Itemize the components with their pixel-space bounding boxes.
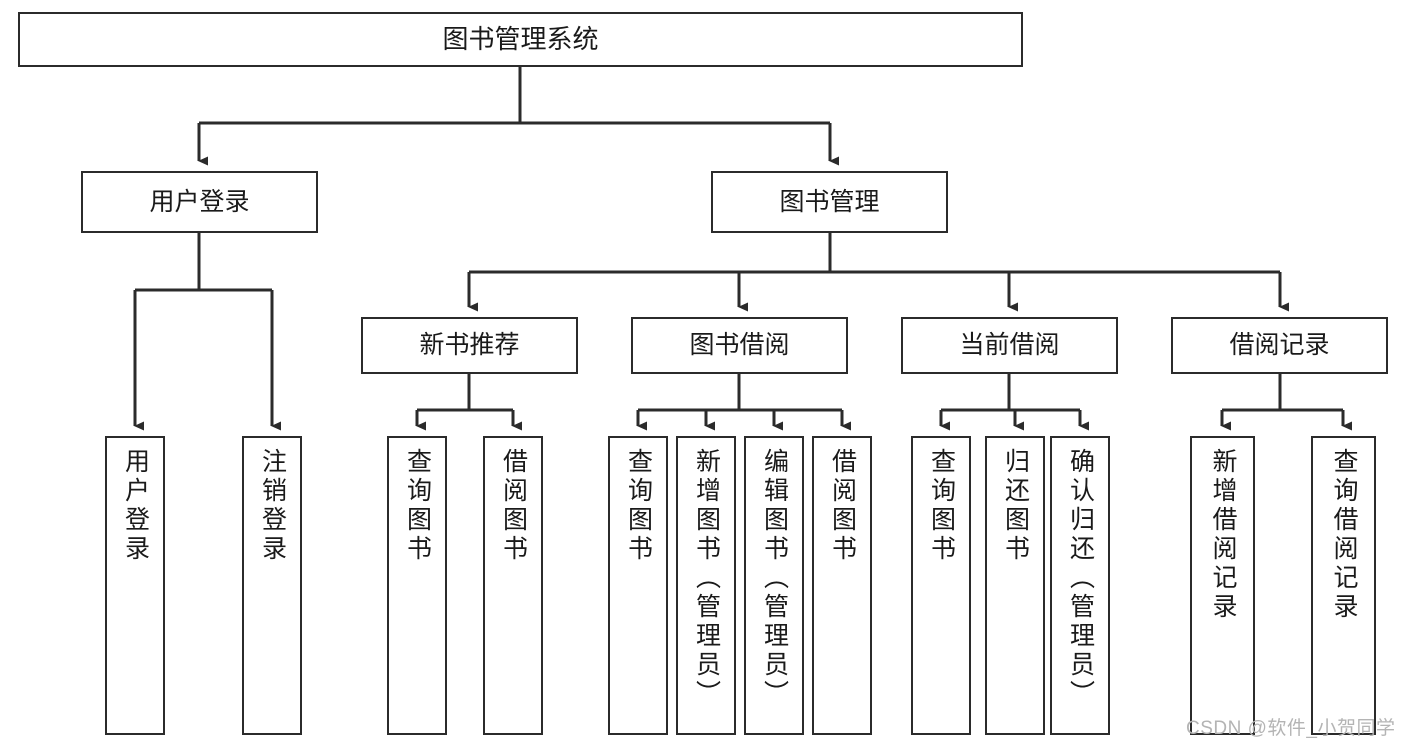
node-book-borrow[interactable]: 图书借阅 xyxy=(631,317,848,374)
node-leaf-user-login[interactable]: 用户登录 xyxy=(105,436,165,735)
node-leaf-borrow-book-1-label: 借阅图书 xyxy=(499,448,528,564)
node-new-book-recommend[interactable]: 新书推荐 xyxy=(361,317,578,374)
node-leaf-add-book-admin-label: 新增图书（管理员） xyxy=(692,448,721,709)
node-leaf-query-book-3-label: 查询图书 xyxy=(927,448,956,564)
node-leaf-confirm-return-admin-label: 确认归还（管理员） xyxy=(1066,448,1095,709)
node-leaf-user-logout-label: 注销登录 xyxy=(258,448,287,564)
node-leaf-add-borrow-record[interactable]: 新增借阅记录 xyxy=(1190,436,1255,735)
node-leaf-user-logout[interactable]: 注销登录 xyxy=(242,436,302,735)
node-book-manage-label: 图书管理 xyxy=(779,187,880,216)
node-book-borrow-label: 图书借阅 xyxy=(689,331,790,359)
node-leaf-edit-book-admin[interactable]: 编辑图书（管理员） xyxy=(744,436,804,735)
csdn-watermark: CSDN @软件_小贺同学 xyxy=(1186,718,1396,739)
node-leaf-return-book-label: 归还图书 xyxy=(1001,448,1030,564)
node-leaf-query-book-3[interactable]: 查询图书 xyxy=(911,436,971,735)
node-leaf-edit-book-admin-label: 编辑图书（管理员） xyxy=(760,448,789,709)
node-borrow-record-label: 借阅记录 xyxy=(1229,331,1330,359)
node-book-manage[interactable]: 图书管理 xyxy=(711,171,948,233)
node-leaf-query-book-2-label: 查询图书 xyxy=(624,448,653,564)
node-leaf-query-borrow-record-label: 查询借阅记录 xyxy=(1330,448,1358,622)
node-new-book-recommend-label: 新书推荐 xyxy=(419,331,520,359)
node-leaf-query-borrow-record[interactable]: 查询借阅记录 xyxy=(1311,436,1376,735)
node-leaf-query-book-1[interactable]: 查询图书 xyxy=(387,436,447,735)
node-leaf-add-borrow-record-label: 新增借阅记录 xyxy=(1209,448,1237,622)
node-user-login[interactable]: 用户登录 xyxy=(81,171,318,233)
node-leaf-borrow-book-2-label: 借阅图书 xyxy=(828,448,857,564)
node-leaf-return-book[interactable]: 归还图书 xyxy=(985,436,1045,735)
node-root[interactable]: 图书管理系统 xyxy=(18,12,1023,67)
node-current-borrow[interactable]: 当前借阅 xyxy=(901,317,1118,374)
node-leaf-confirm-return-admin[interactable]: 确认归还（管理员） xyxy=(1050,436,1110,735)
node-borrow-record[interactable]: 借阅记录 xyxy=(1171,317,1388,374)
node-user-login-label: 用户登录 xyxy=(149,187,250,216)
node-leaf-add-book-admin[interactable]: 新增图书（管理员） xyxy=(676,436,736,735)
node-leaf-query-book-2[interactable]: 查询图书 xyxy=(608,436,668,735)
node-leaf-query-book-1-label: 查询图书 xyxy=(403,448,432,564)
node-leaf-borrow-book-2[interactable]: 借阅图书 xyxy=(812,436,872,735)
node-current-borrow-label: 当前借阅 xyxy=(959,331,1060,359)
node-root-label: 图书管理系统 xyxy=(442,24,599,55)
node-leaf-user-login-label: 用户登录 xyxy=(121,448,150,564)
node-leaf-borrow-book-1[interactable]: 借阅图书 xyxy=(483,436,543,735)
